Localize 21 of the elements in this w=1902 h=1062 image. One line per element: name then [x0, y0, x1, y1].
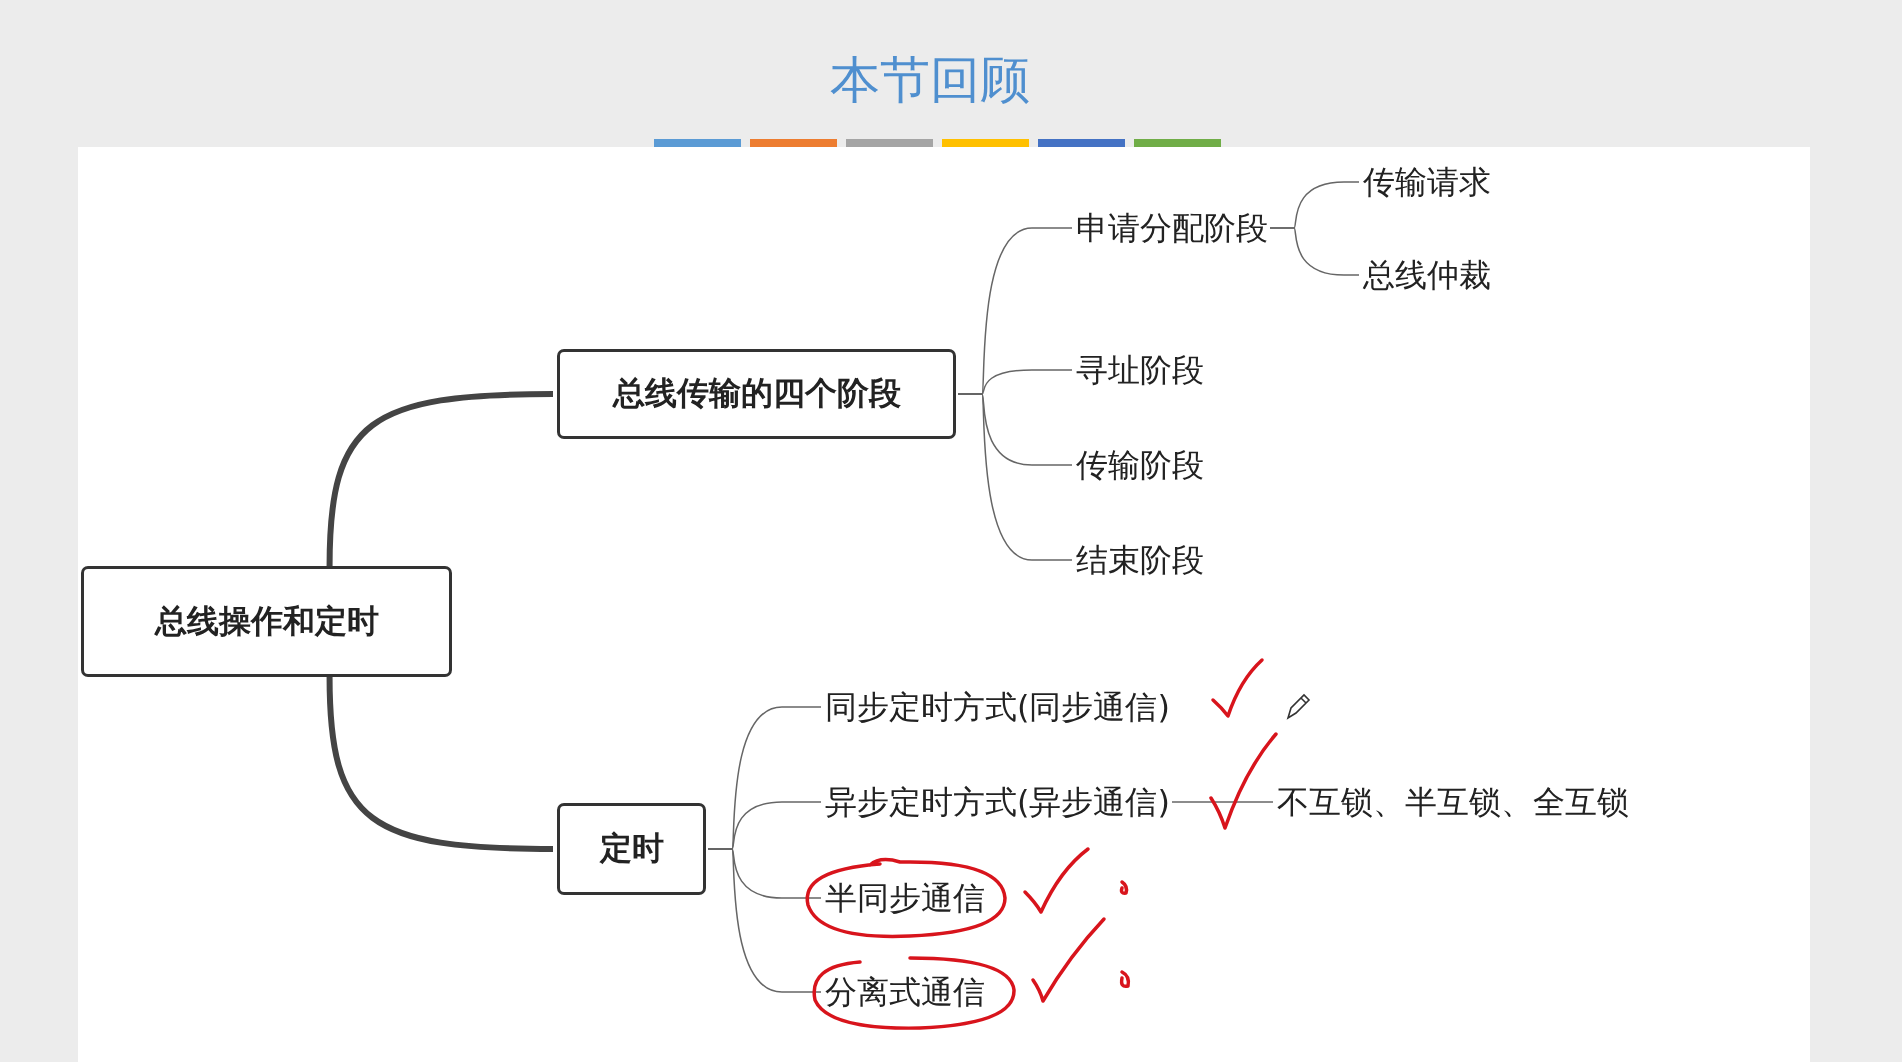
connector-line [1171, 801, 1274, 803]
connector-line [326, 676, 554, 852]
topic-box: 总线操作和定时 [81, 566, 452, 677]
branch-label: 不互锁、半互锁、全互锁 [1277, 781, 1629, 823]
topic-box: 定时 [557, 803, 706, 895]
branch-label: 总线仲裁 [1363, 254, 1491, 296]
branch-label: 传输阶段 [1076, 444, 1204, 486]
connector-line [957, 393, 1073, 561]
branch-label: 传输请求 [1363, 161, 1491, 203]
branch-label: 结束阶段 [1076, 539, 1204, 581]
connector-line [1269, 227, 1360, 276]
branch-label: 半同步通信 [825, 877, 985, 919]
branch-label: 同步定时方式(同步通信) [825, 686, 1170, 728]
branch-label: 异步定时方式(异步通信) [825, 781, 1170, 823]
branch-label: 分离式通信 [825, 971, 985, 1013]
title: 本节回顾 [830, 50, 1030, 110]
connector-line [707, 848, 822, 993]
branch-label: 寻址阶段 [1076, 349, 1204, 391]
connector-line [326, 391, 554, 567]
topic-box: 总线传输的四个阶段 [557, 349, 956, 439]
branch-label: 申请分配阶段 [1076, 207, 1268, 249]
